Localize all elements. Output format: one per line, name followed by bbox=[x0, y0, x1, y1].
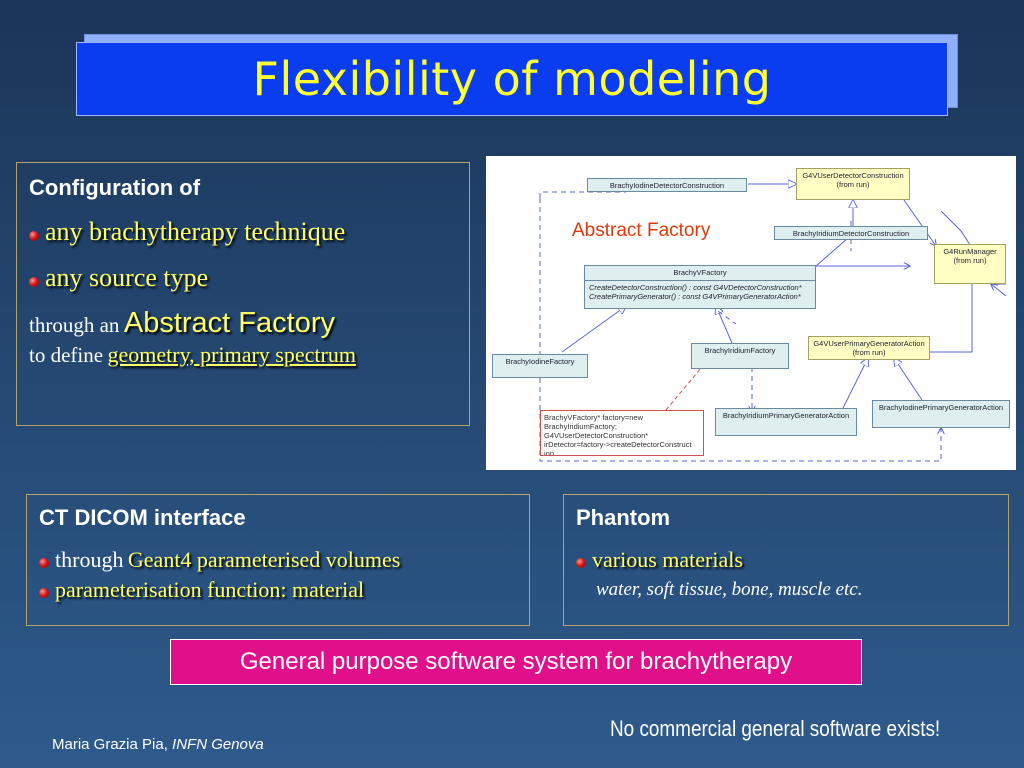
note-line: G4VUserDetectorConstruction* bbox=[544, 431, 649, 440]
class-package: (from run) bbox=[852, 348, 886, 357]
geometry-text: geometry, primary spectrum bbox=[107, 342, 356, 367]
through-text: through bbox=[55, 547, 124, 572]
bullet-icon bbox=[576, 557, 586, 568]
class-iodine-detector-construction: BrachyIodineDetectorConstruction bbox=[587, 178, 747, 192]
class-name: G4VUserPrimaryGeneratorAction bbox=[813, 339, 925, 348]
class-name: BrachyIodinePrimaryGeneratorAction bbox=[878, 403, 1004, 412]
configuration-heading: Configuration of bbox=[29, 175, 201, 200]
bullet-icon bbox=[39, 557, 49, 568]
configuration-box: Configuration of any brachytherapy techn… bbox=[16, 162, 470, 426]
bullet-source: any source type bbox=[29, 263, 457, 293]
abstract-factory-line: through an Abstract Factory bbox=[29, 307, 457, 340]
class-package: (from run) bbox=[953, 256, 987, 265]
class-user-detector-construction: G4VUserDetectorConstruction (from run) bbox=[796, 168, 910, 200]
through-an-text: through an bbox=[29, 313, 120, 337]
banner-text: General purpose software system for brac… bbox=[239, 648, 793, 675]
class-name: BrachyIridiumFactory bbox=[704, 346, 776, 355]
operation-create-primary: CreatePrimaryGenerator() : const G4VPrim… bbox=[589, 292, 801, 301]
bullet-materials: various materials bbox=[576, 547, 996, 573]
class-brachy-vfactory: BrachyVFactory CreateDetectorConstructio… bbox=[584, 265, 816, 309]
materials-examples: water, soft tissue, bone, muscle etc. bbox=[596, 579, 996, 601]
technique-text: any brachytherapy technique bbox=[45, 217, 346, 246]
phantom-box: Phantom various materials water, soft ti… bbox=[563, 494, 1009, 626]
parameterisation-text: parameterisation function: material bbox=[55, 577, 365, 602]
ct-dicom-box: CT DICOM interface through Geant4 parame… bbox=[26, 494, 530, 626]
note-line: irDetector=factory->createDetectorConstr… bbox=[544, 440, 692, 449]
bullet-parameterisation: parameterisation function: material bbox=[39, 577, 517, 603]
bullet-technique: any brachytherapy technique bbox=[29, 217, 457, 247]
phantom-heading: Phantom bbox=[576, 505, 671, 530]
bullet-icon bbox=[29, 276, 39, 287]
no-commercial-note: No commercial general software exists! bbox=[610, 716, 941, 741]
examples-text: water, soft tissue, bone, muscle etc. bbox=[596, 579, 863, 600]
footer-institution: INFN Genova bbox=[172, 736, 264, 753]
note-line: BrachyIridiumFactory; bbox=[544, 422, 617, 431]
class-iodine-primary-generator-action: BrachyIodinePrimaryGeneratorAction bbox=[872, 400, 1010, 428]
note-line: BrachyVFactory* factory=new bbox=[544, 413, 643, 422]
title-bar: Flexibility of modeling bbox=[76, 42, 948, 116]
abstract-factory-text: Abstract Factory bbox=[123, 307, 335, 339]
class-iridium-detector-construction: BrachyIridiumDetectorConstruction bbox=[774, 226, 928, 240]
abstract-factory-label: Abstract Factory bbox=[572, 220, 711, 241]
class-name: G4RunManager bbox=[943, 247, 997, 256]
class-name: BrachyIridiumPrimaryGeneratorAction bbox=[722, 411, 850, 420]
materials-text: various materials bbox=[592, 547, 743, 572]
operation-create-detector: CreateDetectorConstruction() : const G4V… bbox=[589, 283, 802, 292]
ct-dicom-heading: CT DICOM interface bbox=[39, 505, 246, 530]
class-run-manager: G4RunManager (from run) bbox=[934, 244, 1006, 284]
class-operations: CreateDetectorConstruction() : const G4V… bbox=[585, 280, 815, 303]
note-line: ion bbox=[544, 449, 555, 456]
slide-title: Flexibility of modeling bbox=[252, 52, 772, 106]
bullet-parameterised-volumes: through Geant4 parameterised volumes bbox=[39, 547, 517, 573]
class-user-primary-generator-action: G4VUserPrimaryGeneratorAction (from run) bbox=[808, 336, 930, 360]
source-text: any source type bbox=[45, 263, 209, 292]
uml-diagram: Abstract Factory BrachyIodineDetectorCon… bbox=[486, 156, 1016, 470]
class-name: G4VUserDetectorConstruction bbox=[802, 171, 904, 180]
bullet-icon bbox=[29, 230, 39, 241]
define-line: to define geometry, primary spectrum bbox=[29, 342, 457, 368]
class-name: BrachyIodineDetectorConstruction bbox=[609, 181, 725, 190]
class-iodine-factory: BrachyIodineFactory bbox=[492, 354, 588, 378]
general-purpose-banner: General purpose software system for brac… bbox=[170, 639, 862, 685]
to-define-text: to define bbox=[29, 343, 104, 367]
class-name: BrachyIridiumDetectorConstruction bbox=[792, 229, 910, 238]
footer: Maria Grazia Pia, INFN Genova bbox=[52, 736, 264, 753]
bullet-icon bbox=[39, 587, 49, 598]
volumes-text: Geant4 parameterised volumes bbox=[127, 547, 401, 572]
class-iridium-primary-generator-action: BrachyIridiumPrimaryGeneratorAction bbox=[715, 408, 857, 436]
class-name: BrachyVFactory bbox=[673, 268, 727, 277]
footer-author: Maria Grazia Pia, bbox=[52, 736, 168, 753]
code-note: BrachyVFactory* factory=new BrachyIridiu… bbox=[540, 410, 704, 456]
class-iridium-factory: BrachyIridiumFactory bbox=[691, 343, 789, 369]
class-package: (from run) bbox=[836, 180, 870, 189]
class-name: BrachyIodineFactory bbox=[505, 357, 575, 366]
